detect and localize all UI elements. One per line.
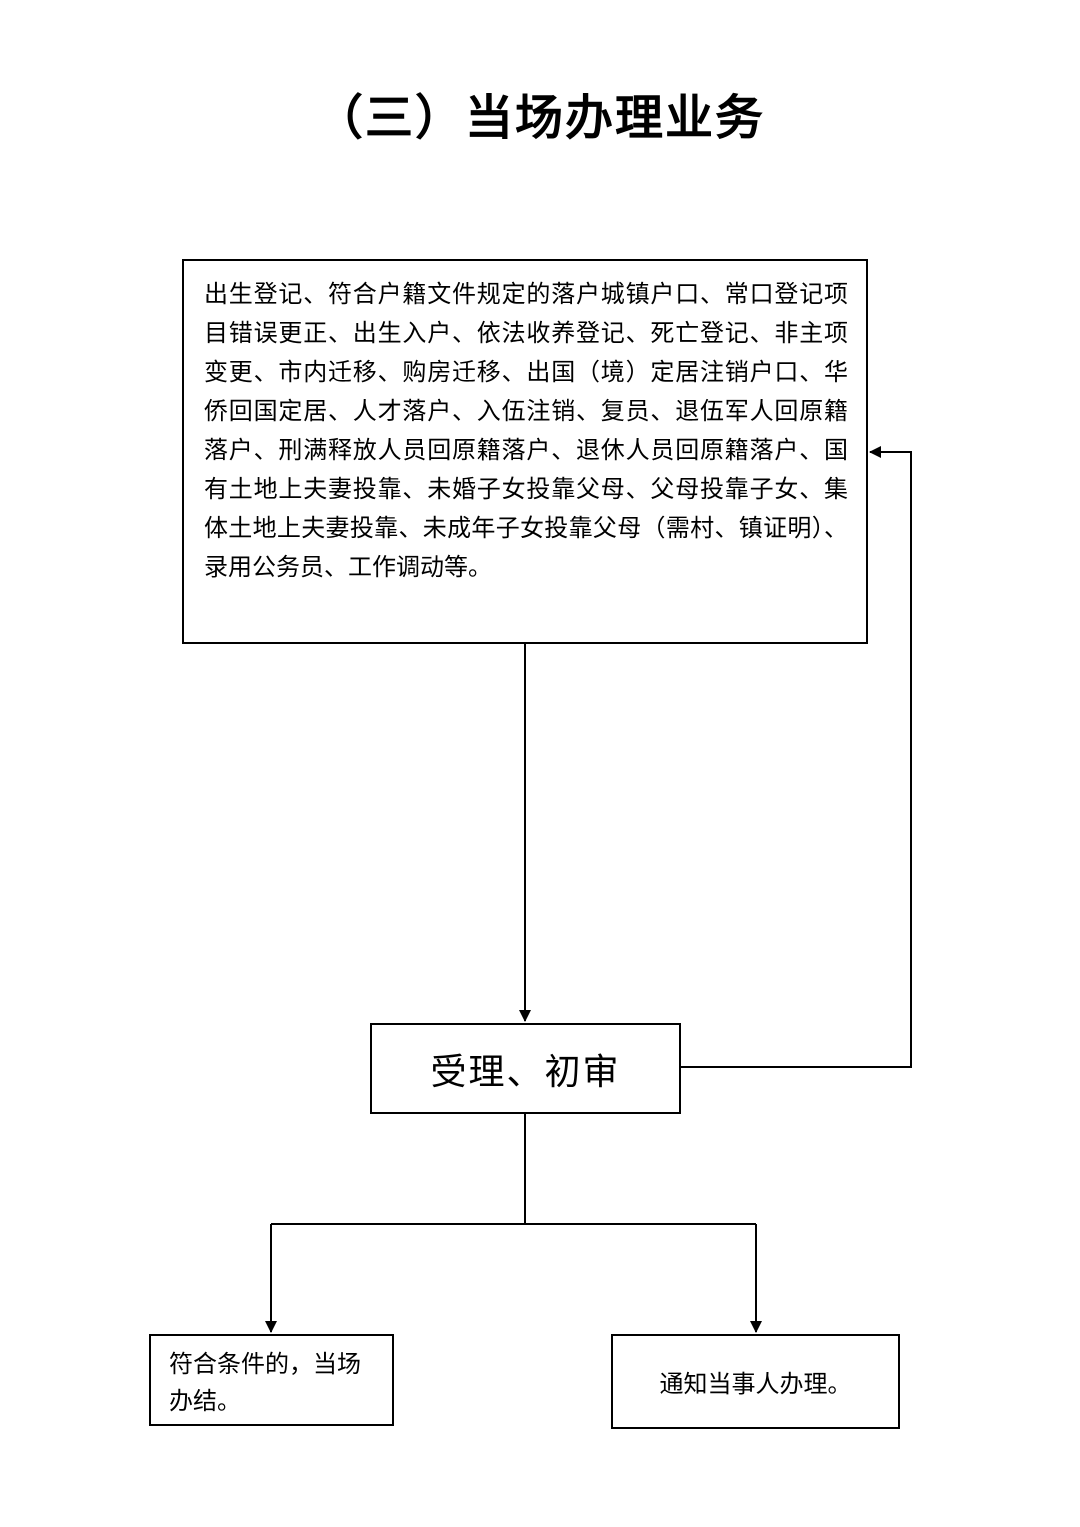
node-items-text: 出生登记、符合户籍文件规定的落户城镇户口、常口登记项目错误更正、出生入户、依法收…: [204, 280, 848, 581]
node-accept-text: 受理、初审: [430, 1051, 621, 1093]
node-done: 符合条件的，当场办结。: [149, 1334, 394, 1426]
node-done-text: 符合条件的，当场办结。: [169, 1350, 361, 1415]
arrow-accept-to-items: [681, 446, 912, 1068]
node-items: 出生登记、符合户籍文件规定的落户城镇户口、常口登记项目错误更正、出生入户、依法收…: [182, 259, 868, 644]
node-notify: 通知当事人办理。: [611, 1334, 900, 1429]
page-title: （三）当场办理业务: [314, 90, 765, 146]
node-accept: 受理、初审: [370, 1023, 681, 1114]
node-notify-text: 通知当事人办理。: [659, 1370, 852, 1398]
